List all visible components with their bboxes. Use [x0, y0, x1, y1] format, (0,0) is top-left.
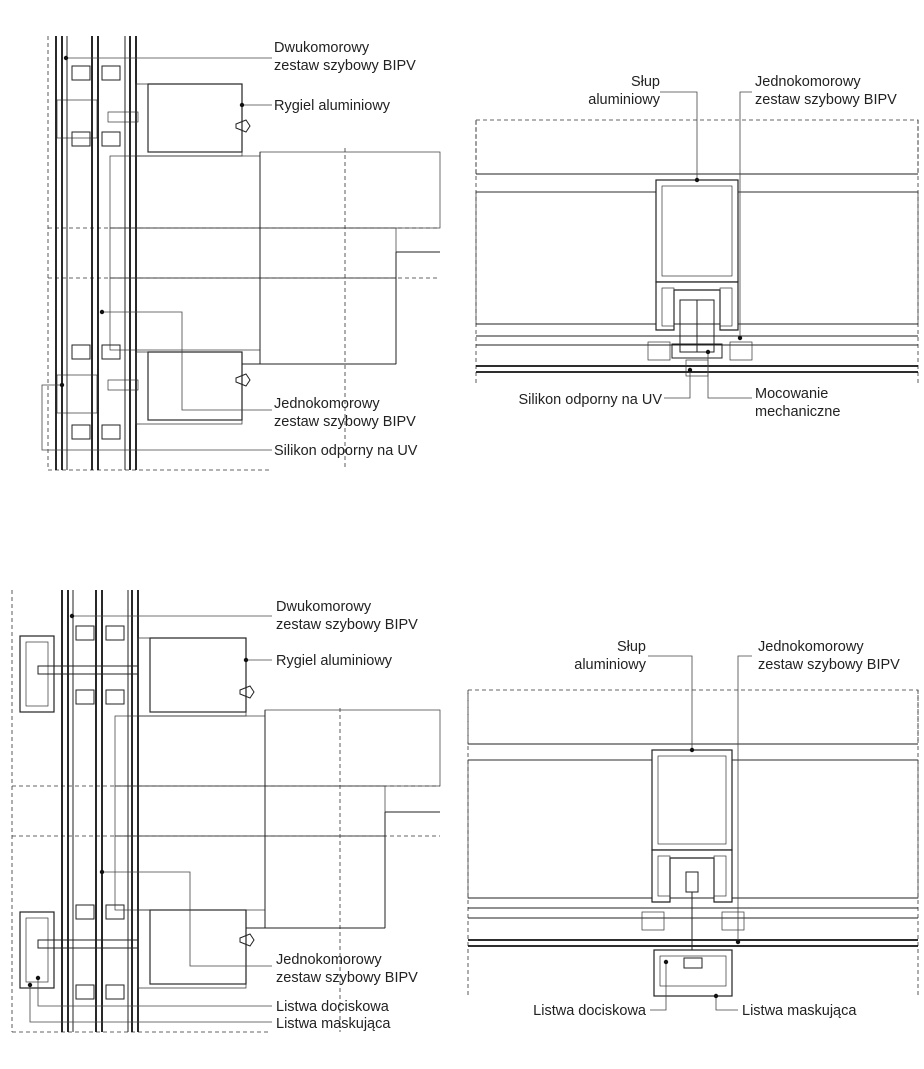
svg-text:zestaw szybowy BIPV: zestaw szybowy BIPV	[758, 657, 900, 673]
svg-text:Listwa maskująca: Listwa maskująca	[276, 1016, 391, 1032]
drawing-4-horizontal-section: Słup aluminiowy Jednokomorowy zestaw szy…	[467, 639, 919, 1019]
label-mocowanie-2: Mocowanie	[755, 386, 828, 402]
svg-text:zestaw szybowy BIPV: zestaw szybowy BIPV	[755, 92, 897, 108]
label-rygiel-3: Rygiel aluminiowy	[276, 653, 393, 669]
svg-text:zestaw szybowy BIPV: zestaw szybowy BIPV	[274, 414, 416, 430]
label-listwa-maskujaca-4: Listwa maskująca	[742, 1003, 857, 1019]
svg-text:Listwa dociskowa: Listwa dociskowa	[276, 999, 390, 1015]
svg-text:Silikon odporny na UV: Silikon odporny na UV	[274, 443, 418, 459]
svg-text:aluminiowy: aluminiowy	[574, 657, 646, 673]
label-jednokomorowy-4: Jednokomorowy	[758, 639, 864, 655]
label-dwukomorowy-3: Dwukomorowy	[276, 599, 372, 615]
svg-text:Listwa dociskowa: Listwa dociskowa	[533, 1003, 647, 1019]
label-aluminiowy-4: aluminiowy	[574, 657, 646, 673]
svg-text:aluminiowy: aluminiowy	[588, 92, 660, 108]
label-zestaw-1: zestaw szybowy BIPV	[274, 58, 416, 74]
svg-text:Jednokomorowy: Jednokomorowy	[758, 639, 864, 655]
label-listwa-maskujaca-3: Listwa maskująca	[276, 1016, 391, 1032]
label-listwa-dociskowa-3: Listwa dociskowa	[276, 999, 390, 1015]
glass-panes-3	[61, 590, 139, 1032]
svg-text:zestaw szybowy BIPV: zestaw szybowy BIPV	[276, 617, 418, 633]
svg-text:mechaniczne: mechaniczne	[755, 404, 840, 420]
label-mechaniczne-2: mechaniczne	[755, 404, 840, 420]
label-silikon-1: Silikon odporny na UV	[274, 443, 418, 459]
drawing-3-vertical-section: Dwukomorowy zestaw szybowy BIPV Rygiel a…	[11, 590, 441, 1033]
glass-panes	[55, 36, 137, 470]
svg-text:Dwukomorowy: Dwukomorowy	[274, 40, 370, 56]
svg-text:Mocowanie: Mocowanie	[755, 386, 828, 402]
svg-text:Słup: Słup	[617, 639, 646, 655]
label-dwukomorowy-1: Dwukomorowy	[274, 40, 370, 56]
label-slup-2: Słup	[631, 74, 660, 90]
label-zestaw-4: zestaw szybowy BIPV	[758, 657, 900, 673]
label-listwa-dociskowa-4: Listwa dociskowa	[533, 1003, 647, 1019]
drawing-2-horizontal-section: Słup aluminiowy Jednokomorowy zestaw szy…	[475, 74, 919, 420]
label-rygiel-1: Rygiel aluminiowy	[274, 98, 391, 114]
label-zestaw-2: zestaw szybowy BIPV	[755, 92, 897, 108]
label-silikon-2: Silikon odporny na UV	[519, 392, 663, 408]
label-jednokomorowy-3: Jednokomorowy	[276, 952, 382, 968]
svg-text:Jednokomorowy: Jednokomorowy	[274, 396, 380, 412]
label-slup-4: Słup	[617, 639, 646, 655]
svg-text:Silikon odporny na UV: Silikon odporny na UV	[519, 392, 663, 408]
label-jednokomorowy-1: Jednokomorowy	[274, 396, 380, 412]
label-zestaw-jedno-1: zestaw szybowy BIPV	[274, 414, 416, 430]
label-jednokomorowy-2: Jednokomorowy	[755, 74, 861, 90]
svg-text:Rygiel aluminiowy: Rygiel aluminiowy	[276, 653, 393, 669]
label-aluminiowy-2: aluminiowy	[588, 92, 660, 108]
svg-text:Słup: Słup	[631, 74, 660, 90]
svg-text:zestaw szybowy BIPV: zestaw szybowy BIPV	[276, 970, 418, 986]
label-zestaw-jedno-3: zestaw szybowy BIPV	[276, 970, 418, 986]
drawing-1-vertical-section: Dwukomorowy zestaw szybowy BIPV Rygiel a…	[41, 36, 441, 471]
svg-text:Jednokomorowy: Jednokomorowy	[755, 74, 861, 90]
svg-text:Dwukomorowy: Dwukomorowy	[276, 599, 372, 615]
svg-text:zestaw szybowy BIPV: zestaw szybowy BIPV	[274, 58, 416, 74]
label-zestaw-3: zestaw szybowy BIPV	[276, 617, 418, 633]
svg-text:Jednokomorowy: Jednokomorowy	[276, 952, 382, 968]
svg-text:Rygiel aluminiowy: Rygiel aluminiowy	[274, 98, 391, 114]
svg-text:Listwa maskująca: Listwa maskująca	[742, 1003, 857, 1019]
